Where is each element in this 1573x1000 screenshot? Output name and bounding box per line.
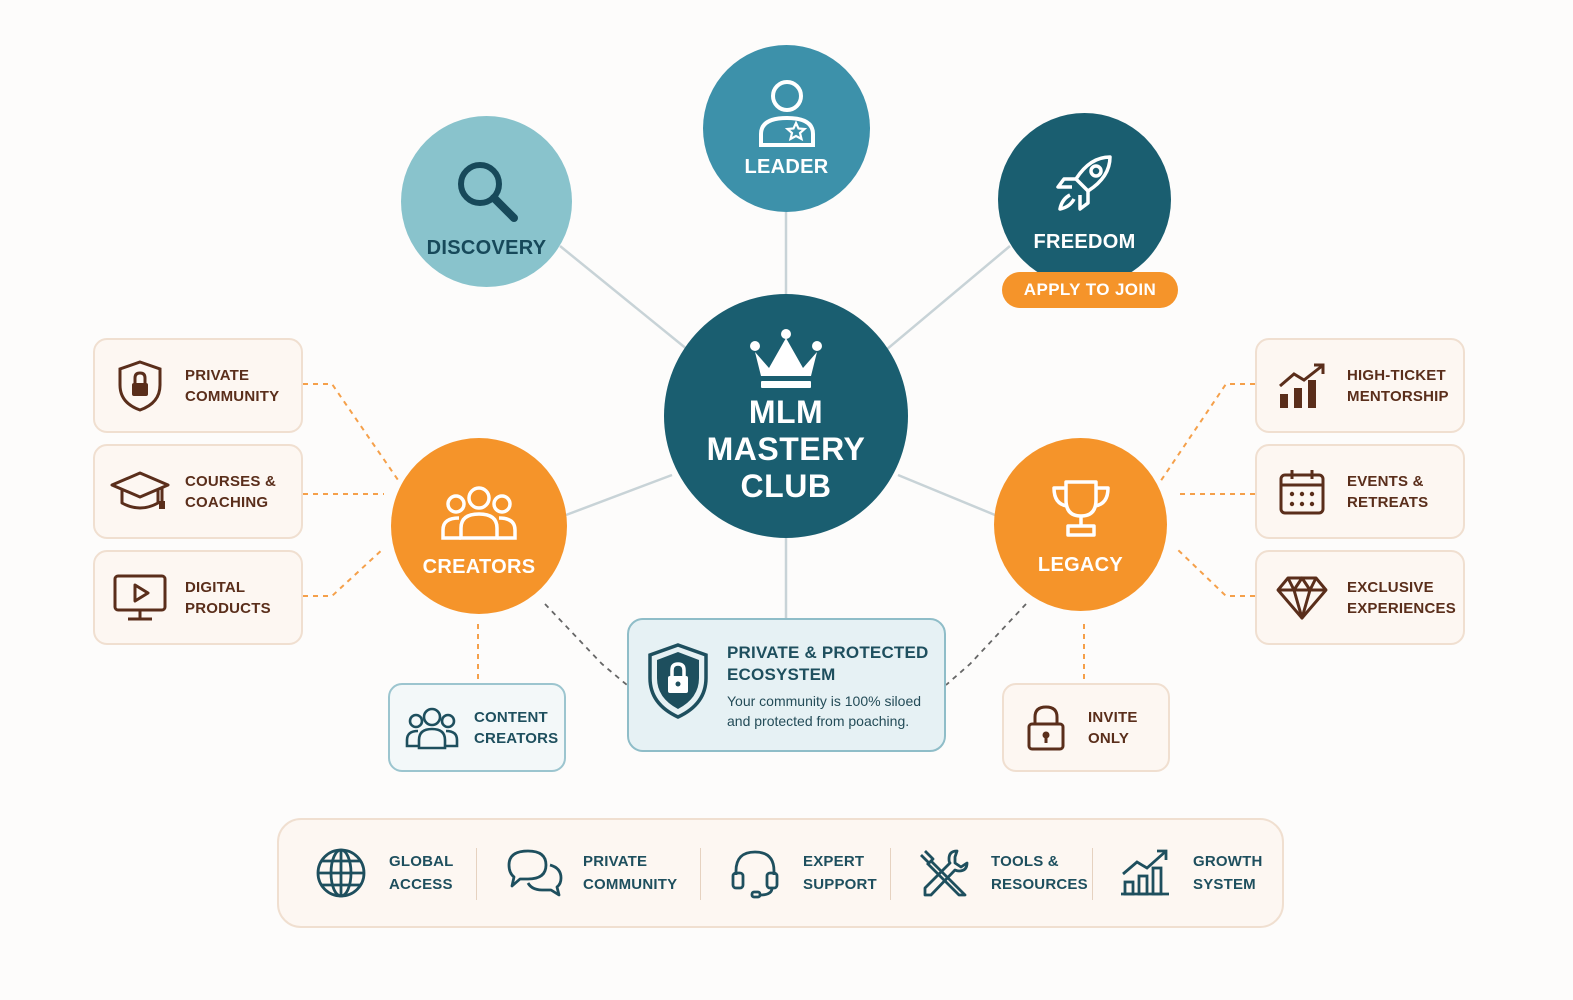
divider bbox=[476, 848, 477, 900]
crown-icon bbox=[749, 328, 823, 390]
shield-lock-icon bbox=[629, 620, 727, 720]
card-events-retreats[interactable]: EVENTS & RETREATS bbox=[1255, 444, 1465, 539]
feature-global-access[interactable]: GLOBAL ACCESS bbox=[311, 820, 454, 926]
card-high-ticket-mentorship[interactable]: HIGH-TICKET MENTORSHIP bbox=[1255, 338, 1465, 433]
node-freedom[interactable]: FREEDOM bbox=[998, 113, 1171, 286]
hub-mlm-mastery-club[interactable]: MLM MASTERY CLUB bbox=[664, 294, 908, 538]
group-icon bbox=[439, 484, 519, 542]
feature-label: PRIVATE COMMUNITY bbox=[583, 853, 678, 893]
node-discovery[interactable]: DISCOVERY bbox=[401, 116, 572, 287]
card-exclusive-experiences[interactable]: EXCLUSIVE EXPERIENCES bbox=[1255, 550, 1465, 645]
feature-label: GROWTH SYSTEM bbox=[1193, 853, 1263, 893]
card-label: INVITE ONLY bbox=[1088, 708, 1138, 747]
user-star-icon bbox=[756, 78, 818, 148]
diamond-icon bbox=[1257, 575, 1347, 621]
trophy-icon bbox=[1048, 478, 1114, 540]
globe-icon bbox=[311, 847, 371, 899]
ecosystem-panel: PRIVATE & PROTECTED ECOSYSTEM Your commu… bbox=[627, 618, 946, 752]
growth-chart-icon bbox=[1257, 362, 1347, 410]
card-label: COURSES & COACHING bbox=[185, 472, 276, 511]
people-icon bbox=[390, 706, 474, 750]
divider bbox=[1092, 848, 1093, 900]
divider bbox=[890, 848, 891, 900]
card-digital-products[interactable]: DIGITAL PRODUCTS bbox=[93, 550, 303, 645]
card-label: HIGH-TICKET MENTORSHIP bbox=[1347, 366, 1449, 405]
chat-bubbles-icon bbox=[505, 848, 565, 898]
growth-chart-icon bbox=[1115, 848, 1175, 898]
node-creators-label: CREATORS bbox=[422, 555, 536, 578]
feature-growth-system[interactable]: GROWTH SYSTEM bbox=[1115, 820, 1263, 926]
node-legacy[interactable]: LEGACY bbox=[994, 438, 1167, 611]
hub-title: MLM MASTERY CLUB bbox=[706, 393, 866, 504]
headset-icon bbox=[725, 847, 785, 899]
node-legacy-label: LEGACY bbox=[1037, 554, 1124, 576]
calendar-icon bbox=[1257, 468, 1347, 516]
card-invite-only[interactable]: INVITE ONLY bbox=[1002, 683, 1170, 772]
feature-label: TOOLS & RESOURCES bbox=[991, 853, 1088, 893]
magnifier-icon bbox=[452, 157, 522, 223]
padlock-icon bbox=[1004, 704, 1088, 752]
node-leader[interactable]: LEADER bbox=[703, 45, 870, 212]
feature-bar: GLOBAL ACCESS PRIVATE COMMUNITY bbox=[277, 818, 1284, 928]
card-courses-coaching[interactable]: COURSES & COACHING bbox=[93, 444, 303, 539]
feature-tools-resources[interactable]: TOOLS & RESOURCES bbox=[913, 820, 1088, 926]
node-leader-label: LEADER bbox=[744, 156, 829, 178]
node-creators[interactable]: CREATORS bbox=[391, 438, 567, 614]
ecosystem-description: Your community is 100% siloed and protec… bbox=[727, 693, 922, 729]
apply-to-join-button[interactable]: APPLY TO JOIN bbox=[1002, 272, 1178, 308]
card-content-creators[interactable]: CONTENT CREATORS bbox=[388, 683, 566, 772]
feature-private-community[interactable]: PRIVATE COMMUNITY bbox=[505, 820, 677, 926]
node-discovery-label: DISCOVERY bbox=[426, 237, 547, 259]
feature-label: GLOBAL ACCESS bbox=[389, 853, 454, 893]
divider bbox=[700, 848, 701, 900]
graduation-cap-icon bbox=[95, 469, 185, 515]
card-label: CONTENT CREATORS bbox=[474, 708, 559, 747]
tools-icon bbox=[913, 847, 973, 899]
rocket-icon bbox=[1052, 151, 1118, 217]
node-freedom-label: FREEDOM bbox=[1033, 231, 1136, 253]
card-label: EXCLUSIVE EXPERIENCES bbox=[1347, 578, 1456, 617]
card-label: DIGITAL PRODUCTS bbox=[185, 578, 271, 617]
card-label: PRIVATE COMMUNITY bbox=[185, 366, 280, 405]
monitor-play-icon bbox=[95, 573, 185, 623]
card-label: EVENTS & RETREATS bbox=[1347, 472, 1429, 511]
feature-label: EXPERT SUPPORT bbox=[803, 853, 877, 893]
feature-expert-support[interactable]: EXPERT SUPPORT bbox=[725, 820, 877, 926]
ecosystem-title: PRIVATE & PROTECTED ECOSYSTEM bbox=[727, 643, 929, 684]
card-private-community[interactable]: PRIVATE COMMUNITY bbox=[93, 338, 303, 433]
shield-lock-icon bbox=[95, 359, 185, 413]
